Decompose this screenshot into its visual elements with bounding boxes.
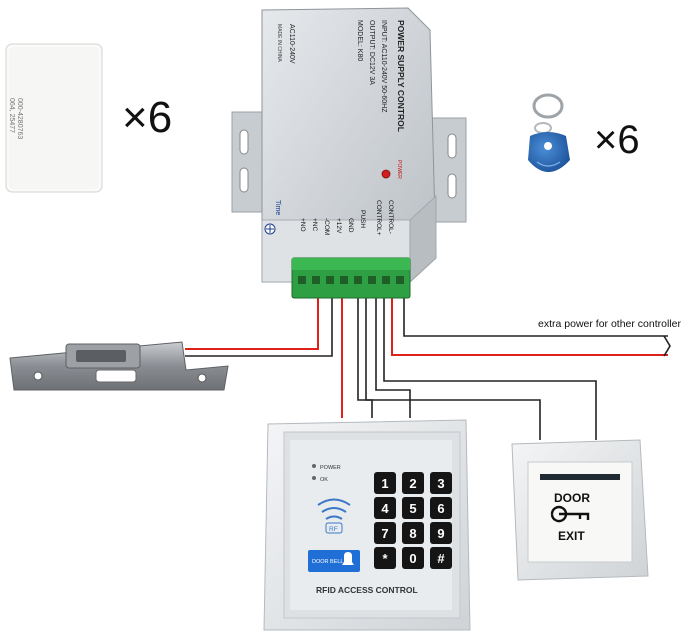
ps-title: POWER SUPPLY CONTROL: [396, 20, 406, 132]
keypad-power-label: POWER: [320, 465, 341, 471]
keypad-key-0[interactable]: [374, 472, 396, 494]
exit-wire-2: [383, 285, 597, 440]
keypad-key-label: #: [437, 551, 445, 566]
key-icon: [550, 505, 590, 523]
lock-red-wire: [185, 285, 319, 350]
extra-power-label: extra power for other controller: [538, 318, 681, 330]
rf-badge-text: RF: [329, 526, 338, 533]
keypad-key-9[interactable]: [374, 547, 396, 569]
ps-side-text: AC110-240V: [288, 24, 295, 64]
keypad-key-8[interactable]: [430, 522, 452, 544]
power-led: [381, 169, 391, 179]
keypad-key-label: 8: [409, 526, 416, 541]
extra-power-red-wire: [391, 285, 668, 356]
keypad-key-2[interactable]: [430, 472, 452, 494]
keypad-key-7[interactable]: [402, 522, 424, 544]
exit-door-label: DOOR: [554, 491, 590, 505]
mounting-ear-left: [231, 111, 263, 213]
rfid-card: 000-4280763 064, 25477: [5, 43, 103, 193]
exit-wire-1: [365, 285, 541, 440]
keypad-key-label: 5: [409, 501, 416, 516]
rf-badge: [325, 522, 343, 534]
keypad-key-label: 2: [409, 476, 416, 491]
keypad-black-wire-2: [375, 285, 411, 418]
keypad-key-11[interactable]: [430, 547, 452, 569]
electric-strike-lock: [9, 341, 229, 391]
terminal-block: [291, 257, 411, 299]
keypad-key-label: 3: [437, 476, 444, 491]
keypad-key-label: 0: [409, 551, 416, 566]
keypad-key-6[interactable]: [374, 522, 396, 544]
keypad-key-10[interactable]: [402, 547, 424, 569]
lock-black-wire: [185, 285, 333, 357]
doorbell-label: DOOR BELL: [312, 559, 343, 565]
terminal-label-3: +12V: [335, 218, 342, 234]
bell-icon: [342, 552, 354, 565]
card-quantity-label: ×6: [122, 93, 172, 142]
terminal-label-7: CONTROL+: [375, 200, 382, 236]
keypad-key-label: 7: [381, 526, 388, 541]
ps-spec-output: OUTPUT: DC12V 3A: [368, 20, 375, 85]
time-label: Time: [274, 200, 281, 215]
keypad-key-label: 9: [437, 526, 444, 541]
ps-made-in: MADE IN CHINA: [276, 24, 282, 62]
keypad-key-label: 1: [381, 476, 388, 491]
terminal-label-2: -COM: [323, 218, 330, 235]
terminal-label-6: CONTROL-: [387, 200, 394, 234]
extra-power-bracket: [663, 335, 671, 357]
terminal-label-4: GND: [347, 218, 354, 233]
keypad-key-3[interactable]: [374, 497, 396, 519]
rfid-keyfob: [528, 93, 570, 172]
exit-button-panel: [511, 439, 649, 581]
terminal-label-5: PUSH: [359, 210, 366, 228]
card-print-line2: 064, 25477: [8, 98, 15, 133]
exit-exit-label: EXIT: [558, 529, 585, 543]
keypad-key-label: 6: [437, 501, 444, 516]
keypad-key-label: 4: [381, 501, 389, 516]
card-print-line1: 000-4280763: [16, 98, 23, 139]
rf-signal-icon: [317, 498, 351, 520]
keypad-key-1[interactable]: [402, 472, 424, 494]
power-led-label: POWER: [396, 160, 402, 179]
keypad-ok-led: [312, 476, 316, 480]
keypad-ok-label: OK: [320, 477, 328, 483]
terminal-label-0: +NO: [299, 218, 306, 232]
extra-power-black-wire: [403, 285, 668, 337]
keypad-key-label: *: [382, 551, 388, 566]
wiring-group: [185, 285, 671, 440]
keypad-footer-label: RFID ACCESS CONTROL: [316, 585, 418, 595]
keypad-key-5[interactable]: [430, 497, 452, 519]
keyfob-quantity-label: ×6: [594, 118, 640, 162]
keypad-power-led: [312, 464, 316, 468]
keypad-key-grid: 1 2 3 4 5 6 7 8 9 * 0 #: [374, 472, 452, 569]
keypad-black-wire-1: [357, 285, 373, 418]
ps-spec-model: MODEL: K80: [356, 20, 363, 61]
terminal-label-1: +NC: [311, 218, 318, 231]
keypad-key-4[interactable]: [402, 497, 424, 519]
power-supply-unit: POWER SUPPLY CONTROL INPUT: AC110-240V 5…: [231, 7, 467, 299]
ps-spec-input: INPUT: AC110-240V 50-60HZ: [380, 20, 387, 113]
